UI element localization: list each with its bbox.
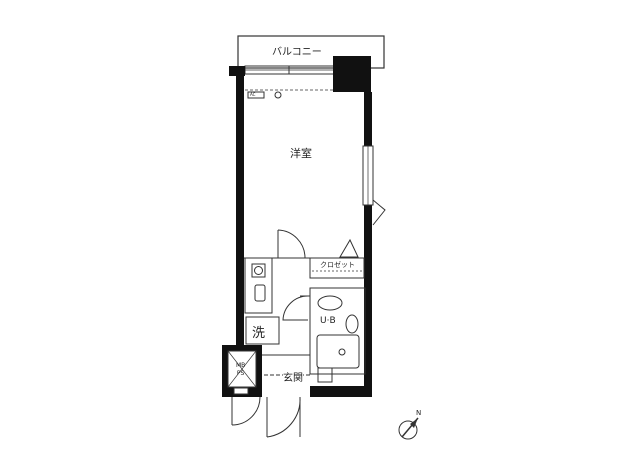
wall-bottom — [310, 386, 372, 397]
sink-icon — [254, 284, 266, 302]
bathtub — [316, 334, 360, 369]
closet-label: クロゼット — [320, 261, 355, 269]
light-fixture-icon — [274, 91, 282, 99]
entry-door-swing-right — [266, 396, 301, 438]
bath-door-swing — [282, 295, 309, 321]
north-label: N — [416, 409, 422, 417]
laundry-label: 洗 — [252, 326, 266, 341]
wall-right-lower — [364, 205, 372, 397]
entry-door-swing-left — [231, 396, 261, 426]
unit-bath-label: U·B — [320, 316, 336, 326]
ac-unit — [247, 91, 265, 99]
toilet-icon — [317, 295, 343, 311]
room-door-swing — [277, 229, 306, 259]
ac-label: AC — [250, 92, 256, 97]
closet — [309, 257, 365, 279]
kitchen-counter — [244, 257, 273, 314]
mailbox-icon — [233, 387, 249, 395]
western-room-label: 洋室 — [290, 147, 312, 160]
balcony-label: バルコニー — [272, 47, 322, 58]
balcony-outline — [237, 35, 385, 69]
stove-icon — [251, 263, 266, 278]
closet-door-icon — [339, 238, 359, 258]
unit-bath — [309, 287, 366, 375]
washbasin-icon — [345, 314, 359, 334]
wall-left — [236, 70, 244, 348]
mbps-label: MB PS — [236, 362, 246, 377]
entrance-label: 玄関 — [283, 369, 303, 384]
side-door-swing — [372, 199, 386, 226]
north-arrow-icon — [398, 417, 419, 440]
wall-pillar-top-right — [333, 56, 371, 92]
wall-right-upper — [364, 92, 372, 146]
laundry-space — [245, 316, 280, 345]
shoe-cabinet — [317, 367, 333, 383]
